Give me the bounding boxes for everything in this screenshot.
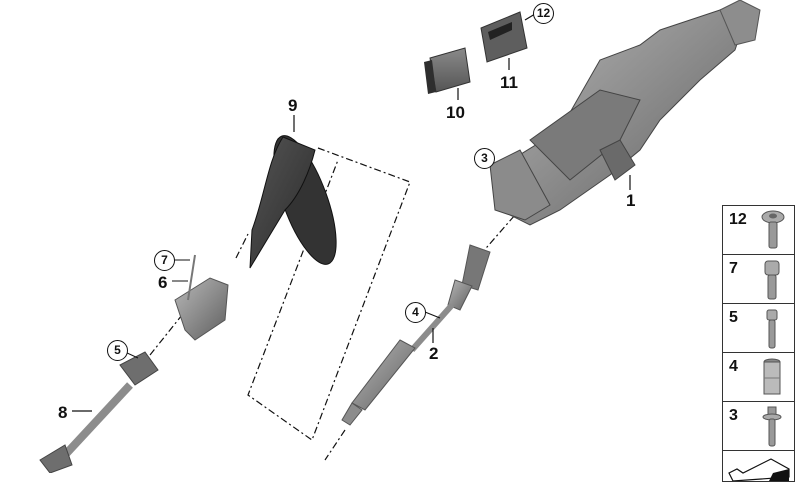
callout-6: 6 [158,273,168,292]
callout-10: 10 [446,103,465,122]
sleeve-nut-icon [763,358,781,395]
callout-7-circled: 7 [154,250,175,271]
legend-number: 7 [729,260,738,277]
legend-item-4: 4 [723,353,794,402]
callout-8: 8 [58,403,68,422]
torx-bolt-icon [766,309,778,349]
legend-item-12: 12 [723,206,794,255]
fastener-legend: 12 7 5 4 [722,205,795,482]
legend-number: 12 [729,211,747,228]
arrow-tab-icon [728,458,790,481]
hex-flange-bolt-icon [762,406,782,447]
legend-item-3: 3 [723,402,794,451]
legend-number: 4 [729,358,738,375]
socket-head-bolt-icon [764,260,780,300]
control-module-part-10 [424,47,471,100]
steering-column-part-1 [489,0,761,226]
bracket-part-6 [172,254,229,341]
callout-3-circled: 3 [474,148,495,169]
assembly-dashed-outline [149,147,516,461]
legend-item-7: 7 [723,255,794,304]
callout-12-circled: 12 [533,3,554,24]
callout-4-circled: 4 [405,302,426,323]
callout-11: 11 [500,73,518,92]
legend-number: 5 [729,309,738,326]
flange-head-bolt-icon [761,210,785,249]
callout-9: 9 [288,96,298,115]
rubber-boot-part-9 [249,115,337,269]
intermediate-shaft-part-2 [341,244,491,426]
lower-shaft-part-8 [39,351,159,473]
callout-2: 2 [429,344,439,363]
legend-footer [723,451,794,481]
legend-item-5: 5 [723,304,794,353]
legend-number: 3 [729,407,738,424]
callout-1: 1 [626,191,636,210]
callout-5-circled: 5 [107,340,128,361]
control-module-part-11 [480,11,536,70]
